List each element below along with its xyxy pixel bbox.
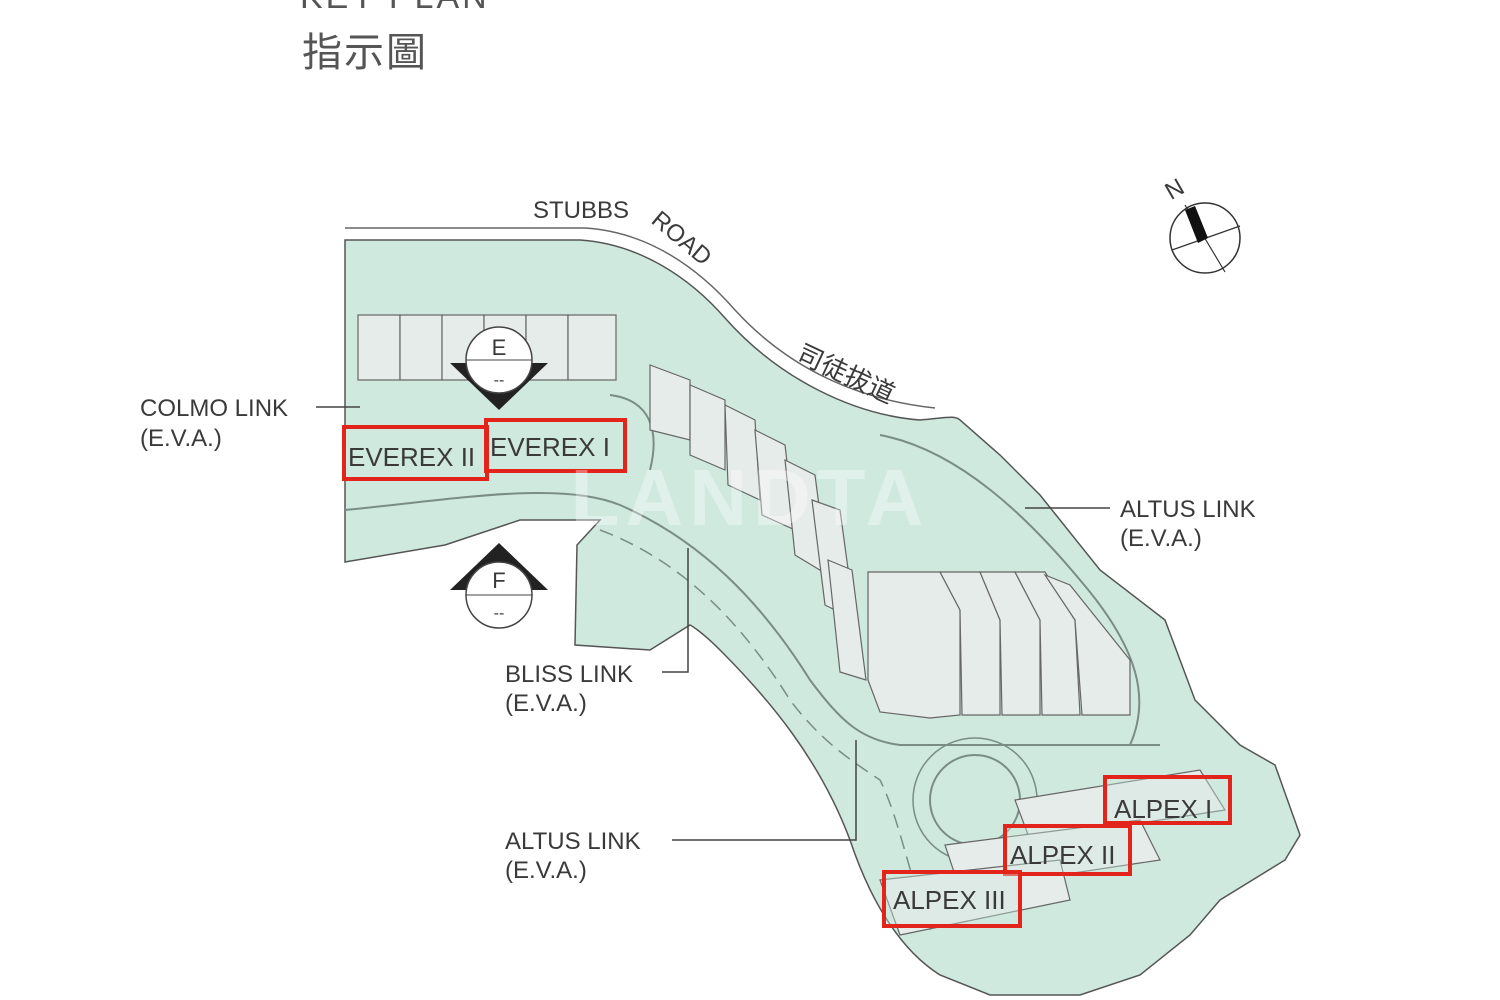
alpex-i-highlight: ALPEX I — [1103, 775, 1232, 825]
section-e-sub: -- — [494, 372, 505, 389]
page-title-partial: KEY PLAN — [300, 0, 490, 17]
altus-link-east-label: ALTUS LINK — [1120, 496, 1256, 523]
colmo-link-label: COLMO LINK — [140, 395, 288, 422]
bliss-link-label: BLISS LINK — [505, 661, 633, 688]
section-marker-f: F -- — [450, 543, 548, 629]
altus-link-south-note: (E.V.A.) — [505, 857, 587, 884]
internal-road-inner — [599, 529, 931, 931]
everex-i-highlight: EVEREX I — [484, 418, 627, 473]
everex-ii-label: EVEREX II — [348, 442, 475, 472]
section-f-letter: F — [492, 568, 505, 593]
altus-link-south-label: ALTUS LINK — [505, 828, 641, 855]
east-loop-road — [879, 434, 1141, 746]
stubbs-road-label-1: STUBBS — [533, 197, 629, 224]
alpex-iii-label: ALPEX III — [893, 885, 1006, 915]
colmo-link-note: (E.V.A.) — [140, 425, 222, 452]
houses-middle-terrace — [649, 364, 867, 681]
section-marker-e: E -- — [450, 326, 548, 410]
everex-ii-highlight: EVEREX II — [342, 425, 489, 481]
everex-i-label: EVEREX I — [490, 432, 610, 462]
houses-east-terrace — [867, 571, 1131, 719]
upper-loop-road — [609, 394, 655, 471]
section-e-letter: E — [492, 335, 507, 360]
page-title: 指示圖 — [302, 30, 428, 76]
alpex-i-label: ALPEX I — [1114, 794, 1212, 824]
watermark: LANDTA — [571, 453, 930, 542]
stubbs-road-line — [345, 227, 936, 409]
altus-link-south-leader — [672, 740, 857, 841]
alpex-ii-highlight: ALPEX II — [1003, 824, 1132, 876]
alpex-iii-highlight: ALPEX III — [882, 870, 1022, 928]
section-f-sub: -- — [494, 605, 505, 622]
altus-link-east-note: (E.V.A.) — [1120, 525, 1202, 552]
internal-road — [344, 491, 1160, 746]
bliss-link-note: (E.V.A.) — [505, 690, 587, 717]
bliss-link-leader — [662, 548, 689, 673]
north-letter: N — [1160, 174, 1189, 206]
alpex-ii-label: ALPEX II — [1010, 840, 1116, 870]
north-arrow: N — [1160, 174, 1241, 274]
